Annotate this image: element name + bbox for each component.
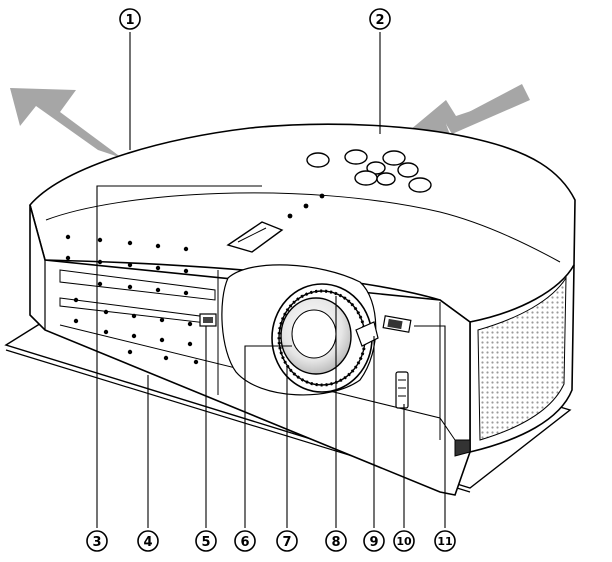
air-inlet-arrow [410, 84, 530, 140]
top-button[interactable] [306, 152, 330, 168]
svg-text:4: 4 [143, 535, 152, 550]
lens-shift-dial-right[interactable] [382, 315, 412, 333]
side-ventilation-grill [469, 264, 575, 454]
top-control-panel [306, 149, 432, 193]
svg-text:9: 9 [369, 535, 378, 550]
callout-2: 2 [369, 8, 391, 30]
svg-text:7: 7 [282, 535, 291, 550]
svg-text:6: 6 [240, 535, 249, 550]
zoom-lever[interactable] [355, 321, 379, 347]
callout-8: 8 [325, 530, 347, 552]
callout-10: 10 [393, 530, 415, 552]
top-button[interactable] [344, 149, 368, 165]
callout-7: 7 [276, 530, 298, 552]
callout-5: 5 [195, 530, 217, 552]
indicator-lights [287, 193, 325, 219]
callout-4: 4 [137, 530, 159, 552]
leader-lines [96, 32, 446, 528]
svg-text:3: 3 [92, 535, 101, 550]
callout-11: 11 [434, 530, 456, 552]
svg-text:11: 11 [437, 535, 452, 548]
callout-9: 9 [363, 530, 385, 552]
svg-text:2: 2 [375, 13, 384, 28]
top-button[interactable] [354, 170, 378, 186]
top-button[interactable] [408, 177, 432, 193]
callout-1: 1 [119, 8, 141, 30]
top-button[interactable] [382, 150, 406, 166]
lens-shift-dial-vertical[interactable] [395, 371, 409, 409]
svg-text:1: 1 [125, 13, 134, 28]
front-vent-holes [65, 234, 199, 365]
remote-sensor [199, 313, 217, 327]
callout-3: 3 [86, 530, 108, 552]
svg-text:10: 10 [396, 535, 412, 548]
projection-lens [271, 283, 373, 393]
top-button[interactable] [397, 162, 419, 178]
front-foot [454, 439, 471, 457]
svg-text:8: 8 [331, 535, 340, 550]
air-outlet-arrow [10, 88, 122, 158]
top-button[interactable] [376, 172, 396, 186]
top-handle [226, 221, 284, 253]
svg-text:5: 5 [201, 535, 210, 550]
callout-6: 6 [234, 530, 256, 552]
